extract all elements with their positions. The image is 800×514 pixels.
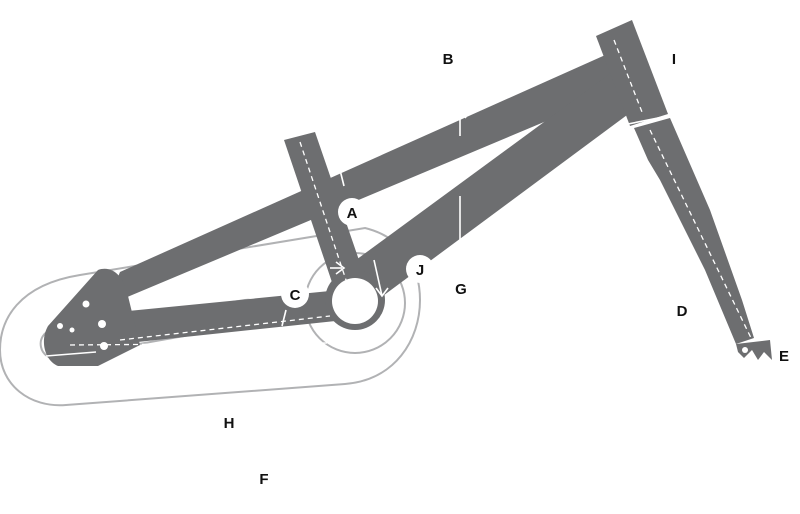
label-disk-a (338, 198, 366, 226)
label-j: J (416, 262, 424, 279)
dropout-hole (82, 300, 90, 308)
top-tube (106, 52, 625, 306)
label-b: B (443, 51, 454, 68)
label-h: H (224, 415, 235, 432)
label-e: E (779, 348, 789, 365)
label-disk-j (406, 255, 434, 283)
label-c: C (290, 287, 301, 304)
fork-axle-hole (742, 347, 748, 353)
label-disk-c (281, 280, 309, 308)
dropout-hole (57, 323, 63, 329)
label-g: G (455, 281, 467, 298)
dropout-hole (69, 327, 75, 333)
bottom-bracket-hole (332, 278, 378, 324)
frame (43, 20, 772, 366)
measurement-marks (45, 39, 753, 357)
label-f: F (259, 471, 268, 488)
rear-dropout (43, 268, 141, 366)
seat-tube (284, 132, 372, 306)
dropout-hole (98, 320, 106, 328)
head-tube (596, 20, 668, 126)
label-a: A (347, 205, 358, 222)
label-d: D (677, 303, 688, 320)
fork-tip (736, 340, 772, 360)
down-tube (345, 70, 650, 304)
fork (634, 118, 754, 344)
dropout-hole (100, 342, 108, 350)
label-i: I (672, 51, 676, 68)
